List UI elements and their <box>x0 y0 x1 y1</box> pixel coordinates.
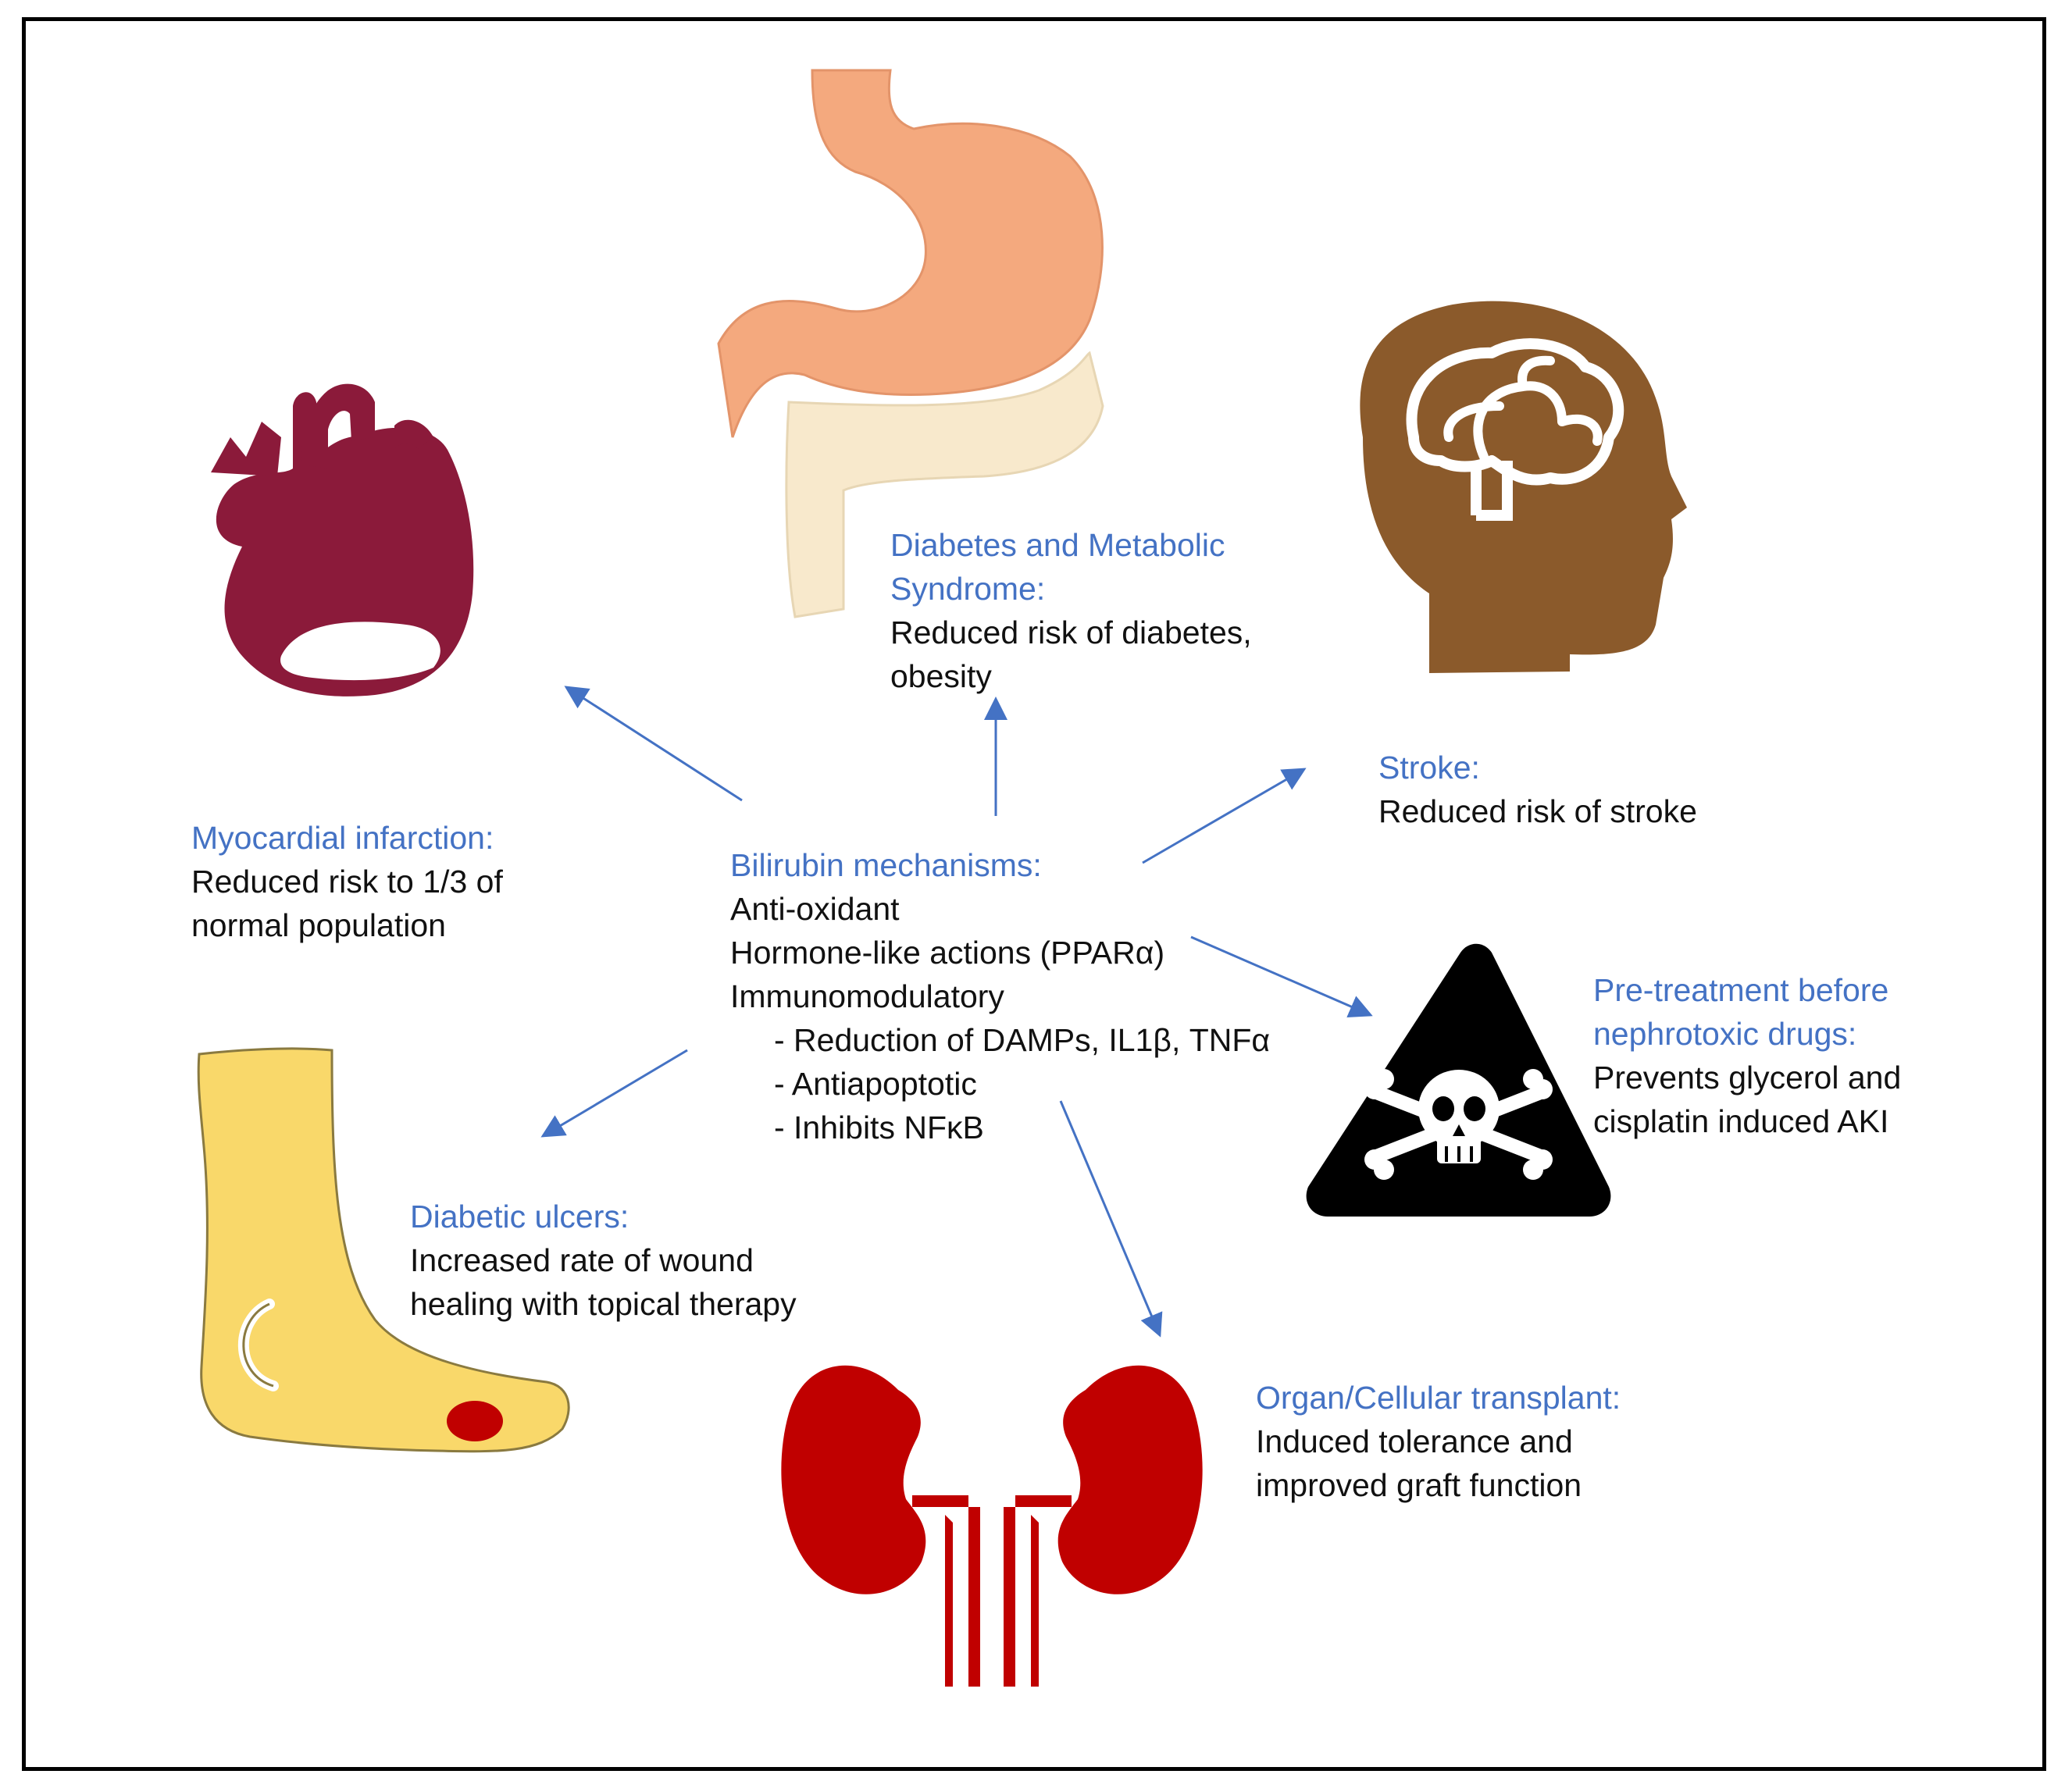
ureter-right <box>1004 1495 1072 1687</box>
center-line: Anti-oxidant <box>730 891 900 927</box>
arrow-to-stroke <box>1142 768 1307 864</box>
kidney-right <box>1057 1365 1203 1594</box>
center-mechanisms: Bilirubin mechanisms: Anti-oxidant Hormo… <box>730 843 1270 1149</box>
transplant-label: Organ/Cellular transplant: Induced toler… <box>1256 1376 1621 1507</box>
foot-ulcer-icon <box>197 1047 570 1453</box>
myocardial-label: Myocardial infarction: Reduced risk to 1… <box>191 816 503 947</box>
brain-head-icon <box>1360 301 1687 673</box>
center-line: Immunomodulatory <box>730 978 1004 1014</box>
ulcers-text: healing with topical therapy <box>410 1286 797 1322</box>
brain-folds <box>1443 355 1603 461</box>
transplant-heading: Organ/Cellular transplant: <box>1256 1380 1621 1416</box>
nephrotoxic-text: Prevents glycerol and <box>1593 1060 1902 1096</box>
ulcers-label: Diabetic ulcers: Increased rate of wound… <box>410 1195 797 1326</box>
pancreas-shape <box>785 351 1104 618</box>
nephrotoxic-text: cisplatin induced AKI <box>1593 1103 1889 1139</box>
figure-frame <box>22 17 2046 1771</box>
center-sub-line: - Antiapoptotic <box>774 1066 977 1102</box>
diabetes-heading: Syndrome: <box>890 571 1046 607</box>
heart-body <box>216 392 474 696</box>
ulcers-heading: Diabetic ulcers: <box>410 1199 629 1234</box>
heart-vessel-right <box>394 419 433 449</box>
transplant-text: improved graft function <box>1256 1467 1582 1503</box>
arrow-to-foot <box>540 1049 688 1138</box>
arrow-to-hazard <box>1190 935 1373 1017</box>
myocardial-text: normal population <box>191 907 446 943</box>
kidneys-icon <box>781 1365 1203 1687</box>
kidney-left <box>781 1365 926 1594</box>
stomach-shape <box>717 69 1104 438</box>
ureter-left <box>912 1495 980 1687</box>
ulcers-text: Increased rate of wound <box>410 1242 754 1278</box>
stroke-heading: Stroke: <box>1378 750 1480 786</box>
center-sub-line: - Reduction of DAMPs, IL1β, TNFα <box>774 1022 1271 1058</box>
heart-vessel-left <box>211 422 281 476</box>
arrow-to-heart <box>564 686 743 802</box>
skull-icon <box>1364 1069 1553 1180</box>
arrows <box>540 686 1373 1338</box>
diabetes-text: Reduced risk of diabetes, <box>890 615 1252 650</box>
ulcer-spot <box>447 1401 503 1441</box>
diabetes-heading: Diabetes and Metabolic <box>890 527 1225 563</box>
heart-icon <box>211 383 474 696</box>
heart-aorta <box>301 383 375 468</box>
foot-shape <box>197 1047 570 1453</box>
diabetes-label: Diabetes and Metabolic Syndrome: Reduced… <box>890 523 1252 698</box>
center-heading: Bilirubin mechanisms: <box>730 847 1042 883</box>
nephrotoxic-heading: Pre-treatment before <box>1593 972 1889 1008</box>
heart-highlight <box>280 622 440 681</box>
transplant-text: Induced tolerance and <box>1256 1423 1573 1459</box>
center-line: Hormone-like actions (PPARα) <box>730 935 1165 971</box>
myocardial-text: Reduced risk to 1/3 of <box>191 864 503 900</box>
brain-outline <box>1406 338 1624 486</box>
brain-stem <box>1471 461 1513 521</box>
stroke-text: Reduced risk of stroke <box>1378 793 1697 829</box>
stroke-label: Stroke: Reduced risk of stroke <box>1378 746 1697 833</box>
nephrotoxic-label: Pre-treatment before nephrotoxic drugs: … <box>1593 968 1901 1143</box>
arrow-to-kidney <box>1059 1100 1163 1338</box>
center-sub-line: - Inhibits NFκB <box>774 1110 984 1145</box>
myocardial-heading: Myocardial infarction: <box>191 820 494 856</box>
head-silhouette <box>1360 301 1687 673</box>
nephrotoxic-heading: nephrotoxic drugs: <box>1593 1016 1857 1052</box>
diabetes-text: obesity <box>890 658 992 694</box>
stomach-pancreas-icon <box>717 69 1104 618</box>
skull-crossbones-hazard-icon <box>1306 943 1611 1217</box>
